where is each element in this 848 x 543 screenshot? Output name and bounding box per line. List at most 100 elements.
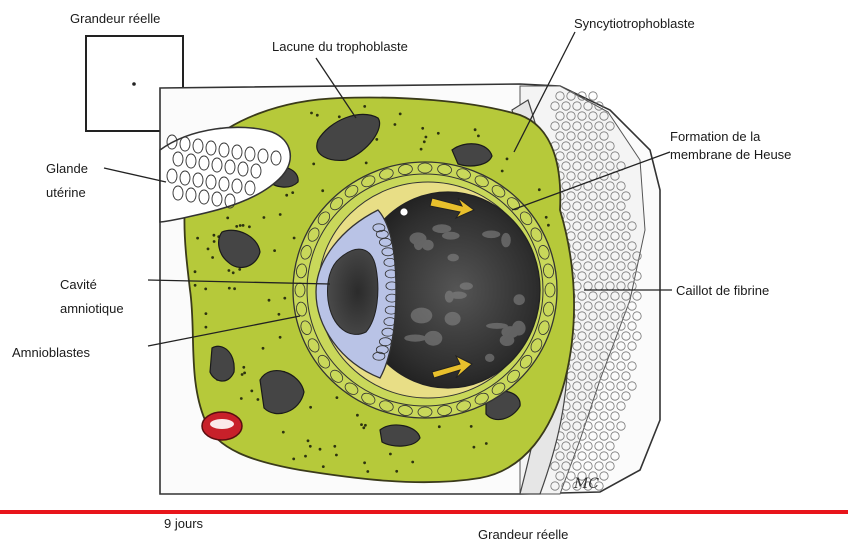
cavity-spot bbox=[445, 312, 461, 326]
nucleus-dot bbox=[235, 225, 238, 228]
label-glande-line2: utérine bbox=[46, 184, 86, 201]
nucleus-dot bbox=[309, 406, 312, 409]
caption-9-jours: 9 jours bbox=[164, 515, 203, 532]
cavity-spot bbox=[448, 254, 459, 262]
nucleus-dot bbox=[421, 127, 424, 130]
caption-grandeur-reelle-bottom: Grandeur réelle bbox=[478, 526, 568, 543]
nucleus-dot bbox=[316, 114, 319, 117]
nucleus-dot bbox=[241, 373, 244, 376]
nucleus-dot bbox=[263, 216, 266, 219]
nucleus-dot bbox=[477, 135, 480, 138]
cavity-spot bbox=[486, 323, 508, 329]
nucleus-dot bbox=[307, 439, 310, 442]
nucleus-dot bbox=[205, 326, 208, 329]
nucleus-dot bbox=[293, 237, 296, 240]
nucleus-dot bbox=[389, 453, 392, 456]
label-cavite-line2: amniotique bbox=[60, 300, 124, 317]
nucleus-dot bbox=[285, 194, 288, 197]
nucleus-dot bbox=[239, 224, 242, 227]
nucleus-dot bbox=[291, 191, 294, 194]
nucleus-dot bbox=[304, 455, 307, 458]
nucleus-dot bbox=[242, 366, 245, 369]
nucleus-dot bbox=[420, 148, 423, 151]
svg-text:MC: MC bbox=[573, 476, 599, 492]
nucleus-dot bbox=[273, 249, 276, 252]
nucleus-dot bbox=[279, 213, 282, 216]
nucleus-dot bbox=[213, 234, 216, 237]
nucleus-dot bbox=[437, 132, 440, 135]
nucleus-dot bbox=[547, 224, 550, 227]
nucleus-dot bbox=[226, 217, 229, 220]
nucleus-dot bbox=[250, 390, 253, 393]
nucleus-dot bbox=[283, 297, 286, 300]
cavity-spot bbox=[485, 354, 494, 362]
label-glande-line1: Glande bbox=[46, 160, 88, 177]
nucleus-dot bbox=[279, 336, 282, 339]
nucleus-dot bbox=[213, 240, 216, 243]
nucleus-dot bbox=[470, 425, 473, 428]
red-blood-cell bbox=[202, 412, 242, 440]
label-heuser-line1: Formation de la bbox=[670, 128, 760, 145]
nucleus-dot bbox=[312, 163, 315, 166]
nucleus-dot bbox=[474, 128, 477, 131]
nucleus-dot bbox=[438, 425, 441, 428]
nucleus-dot bbox=[228, 269, 231, 272]
nucleus-dot bbox=[473, 446, 476, 449]
nucleus-dot bbox=[365, 162, 368, 165]
white-dot-marker bbox=[400, 208, 408, 216]
red-separator-line bbox=[0, 510, 848, 514]
label-cavite-line1: Cavité bbox=[60, 276, 97, 293]
cavity-spot bbox=[501, 233, 511, 247]
nucleus-dot bbox=[232, 271, 235, 274]
nucleus-dot bbox=[282, 431, 285, 434]
nucleus-dot bbox=[248, 225, 251, 228]
nucleus-dot bbox=[423, 140, 426, 143]
label-amnioblastes: Amnioblastes bbox=[12, 344, 90, 361]
nucleus-dot bbox=[257, 398, 260, 401]
cavity-spot bbox=[442, 232, 460, 240]
nucleus-dot bbox=[411, 461, 414, 464]
nucleus-dot bbox=[322, 465, 325, 468]
nucleus-dot bbox=[268, 299, 271, 302]
nucleus-dot bbox=[375, 138, 378, 141]
cavity-spot bbox=[404, 335, 426, 342]
nucleus-dot bbox=[333, 445, 336, 448]
nucleus-dot bbox=[399, 113, 402, 116]
artist-signature: MC bbox=[573, 476, 599, 492]
label-heuser-line2: membrane de Heuse bbox=[670, 146, 791, 163]
nucleus-dot bbox=[366, 470, 369, 473]
cavity-spot bbox=[460, 282, 473, 289]
nucleus-dot bbox=[204, 288, 207, 291]
nucleus-dot bbox=[228, 287, 231, 290]
cavity-spot bbox=[432, 224, 451, 233]
nucleus-dot bbox=[309, 445, 312, 448]
nucleus-dot bbox=[395, 470, 398, 473]
cavity-spot bbox=[500, 335, 515, 346]
label-grandeur-reelle-top: Grandeur réelle bbox=[70, 10, 160, 27]
stroma-cell bbox=[589, 92, 597, 100]
nucleus-dot bbox=[205, 312, 208, 315]
nucleus-dot bbox=[207, 248, 210, 251]
nucleus-dot bbox=[425, 136, 428, 139]
cavity-spot bbox=[512, 321, 526, 336]
cavity-spot bbox=[482, 231, 500, 239]
nucleus-dot bbox=[321, 189, 324, 192]
nucleus-dot bbox=[238, 268, 241, 271]
nucleus-dot bbox=[278, 313, 281, 316]
nucleus-dot bbox=[545, 216, 548, 219]
cavity-spot bbox=[424, 331, 442, 346]
nucleus-dot bbox=[292, 458, 295, 461]
nucleus-dot bbox=[211, 256, 214, 259]
nucleus-dot bbox=[485, 442, 488, 445]
nucleus-dot bbox=[262, 347, 265, 350]
nucleus-dot bbox=[338, 115, 341, 118]
nucleus-dot bbox=[538, 188, 541, 191]
nucleus-dot bbox=[310, 112, 313, 115]
nucleus-dot bbox=[336, 396, 339, 399]
cavity-spot bbox=[410, 232, 427, 245]
nucleus-dot bbox=[233, 287, 236, 290]
nucleus-dot bbox=[243, 372, 246, 375]
nucleus-dot bbox=[362, 426, 365, 429]
nucleus-dot bbox=[196, 237, 199, 240]
cavity-spot bbox=[450, 292, 467, 299]
